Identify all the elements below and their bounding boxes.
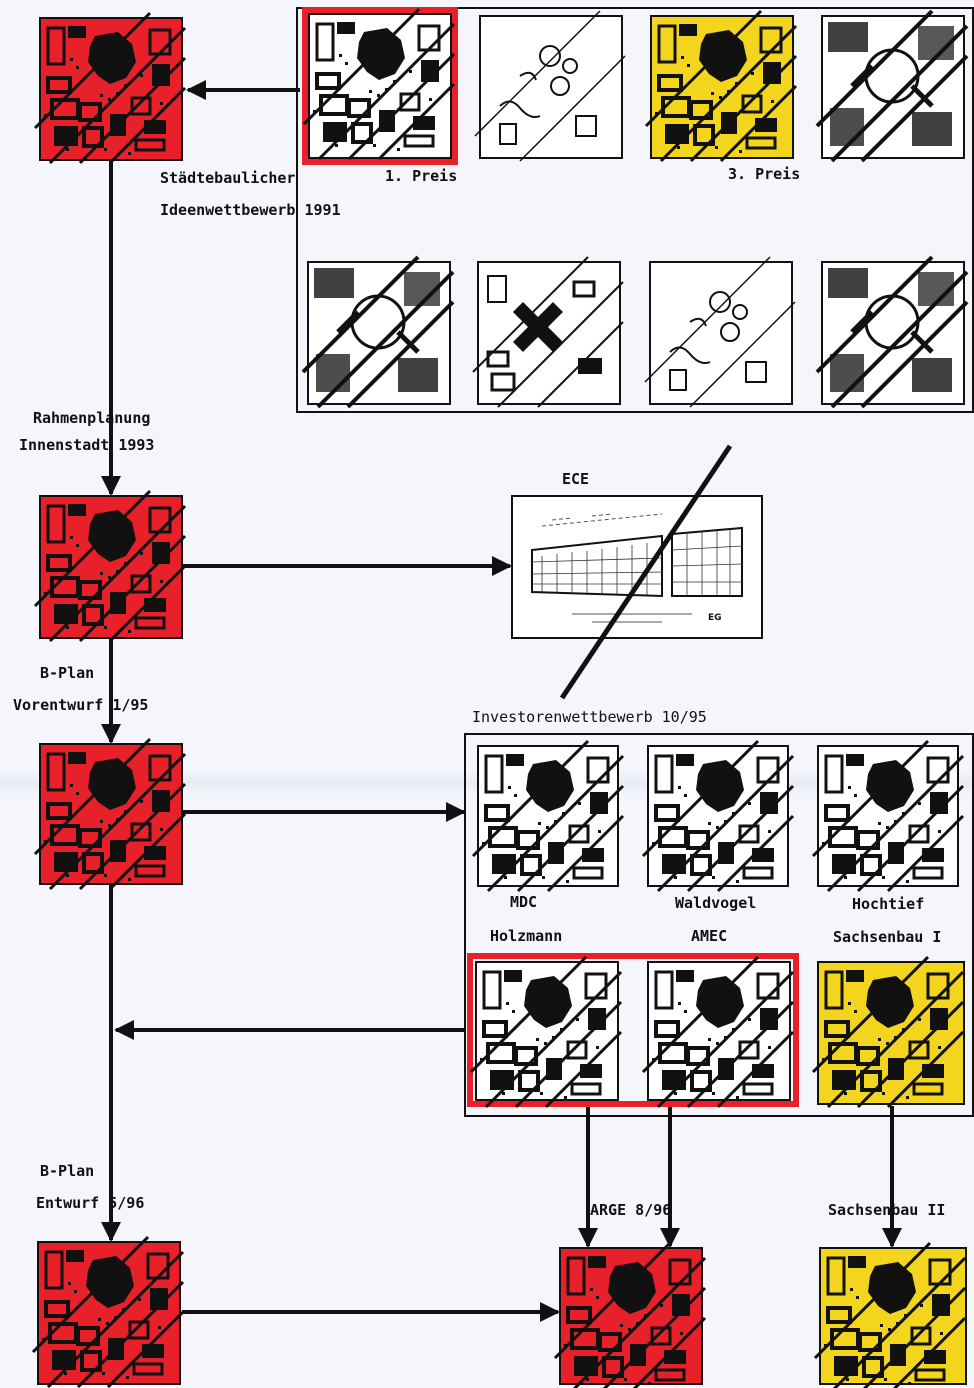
competition-entry-7: [644, 256, 796, 408]
label-stage2-line1: Rahmenplanung: [33, 409, 150, 427]
competition-entry-2: [474, 10, 626, 162]
label-inv3-bottom: Sachsenbau I: [833, 928, 941, 946]
investor-entry-amec: [641, 955, 795, 1109]
investor-entry-sachsenbau1: [811, 955, 965, 1109]
competition-entry-4: [817, 11, 967, 161]
sachsenbau2-map: [813, 1241, 967, 1388]
ece-rejected-strike: [559, 444, 733, 700]
label-prize-1: 1. Preis: [385, 167, 457, 185]
label-inv2-top: Waldvogel: [675, 894, 756, 912]
stage2-map: [33, 489, 187, 643]
competition-entry-5: [303, 257, 453, 407]
label-stage4-line2: Entwurf 5/96: [36, 1194, 144, 1212]
selected-pair-highlight: [467, 953, 799, 1107]
label-inv1-top: MDC: [510, 893, 537, 911]
investor-entry-hochtief: [811, 739, 965, 893]
ece-plan: EG: [511, 495, 763, 639]
label-stage1-line2: Ideenwettbewerb 1991: [160, 201, 341, 219]
label-stage3-line2: Vorentwurf 1/95: [13, 696, 148, 714]
label-prize-3: 3. Preis: [728, 165, 800, 183]
label-sachsenbau2: Sachsenbau II: [828, 1201, 945, 1219]
label-stage4-line1: B-Plan: [40, 1162, 94, 1180]
competition-entry-6: [471, 255, 625, 409]
investor-entry-waldvogel: [641, 739, 795, 893]
label-stage1-line1: Städtebaulicher: [160, 169, 295, 187]
competition-entry-3: [644, 9, 798, 163]
competition-frame: [296, 7, 974, 413]
label-arge: ARGE 8/96: [590, 1201, 671, 1219]
stage3-map: [33, 737, 187, 891]
investor-entry-mdc: [471, 739, 625, 893]
label-inv1-bottom: Holzmann: [490, 927, 562, 945]
label-inv3-top: Hochtief: [852, 895, 924, 913]
investor-frame: [464, 733, 974, 1117]
label-investor-title: Investorenwettbewerb 10/95: [472, 708, 707, 726]
arge-map: [553, 1241, 707, 1388]
label-stage2-line2: Innenstadt 1993: [19, 436, 154, 454]
flow-connectors: [101, 80, 902, 1322]
label-ece-title: ECE: [562, 470, 589, 488]
stage4-map: [31, 1235, 185, 1388]
label-stage3-line1: B-Plan: [40, 664, 94, 682]
label-inv2-bottom: AMEC: [691, 927, 727, 945]
competition-entry-8: [817, 257, 967, 407]
label-ece-eg: EG: [708, 613, 722, 623]
competition-entry-1: [302, 7, 458, 165]
investor-entry-holzmann: [469, 955, 623, 1109]
stage1-map: [33, 11, 187, 165]
